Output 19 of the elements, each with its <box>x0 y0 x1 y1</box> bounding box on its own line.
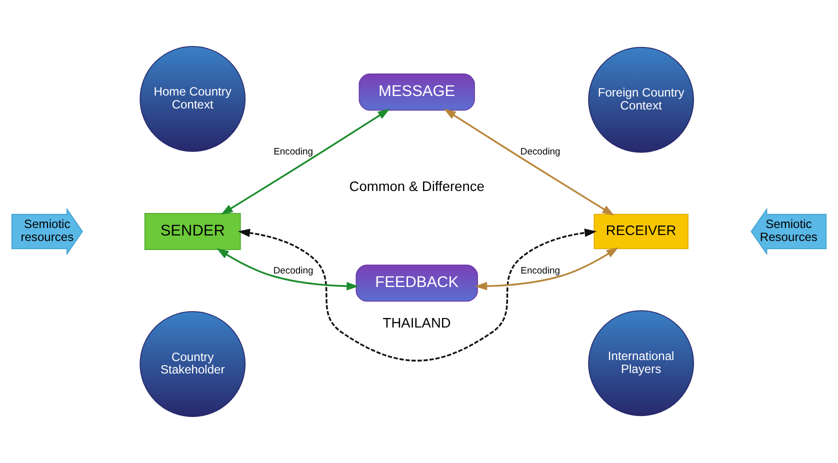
node-circle: International Players <box>588 310 694 416</box>
node-circle: Home Country Context <box>140 46 246 152</box>
arrow <box>238 228 597 362</box>
arrow <box>475 247 618 290</box>
edge-label: Encoding <box>274 146 314 158</box>
label: Common & Difference <box>349 178 484 194</box>
arrow <box>220 108 390 215</box>
edge-label: Decoding <box>520 146 560 158</box>
node-box: SENDER <box>144 213 241 250</box>
edge-label: Encoding <box>520 266 560 277</box>
node-box: FEEDBACK <box>356 264 478 302</box>
arrow <box>444 108 614 216</box>
node-circle: Country Stakeholder <box>140 311 246 417</box>
node-circle: Foreign Country Context <box>588 46 694 153</box>
edge-label: THAILAND <box>382 316 451 331</box>
node-box: MESSAGE <box>358 74 475 111</box>
node-box: RECEIVER <box>594 214 688 250</box>
edge-label: Decoding <box>273 266 314 277</box>
arrow <box>216 248 359 290</box>
